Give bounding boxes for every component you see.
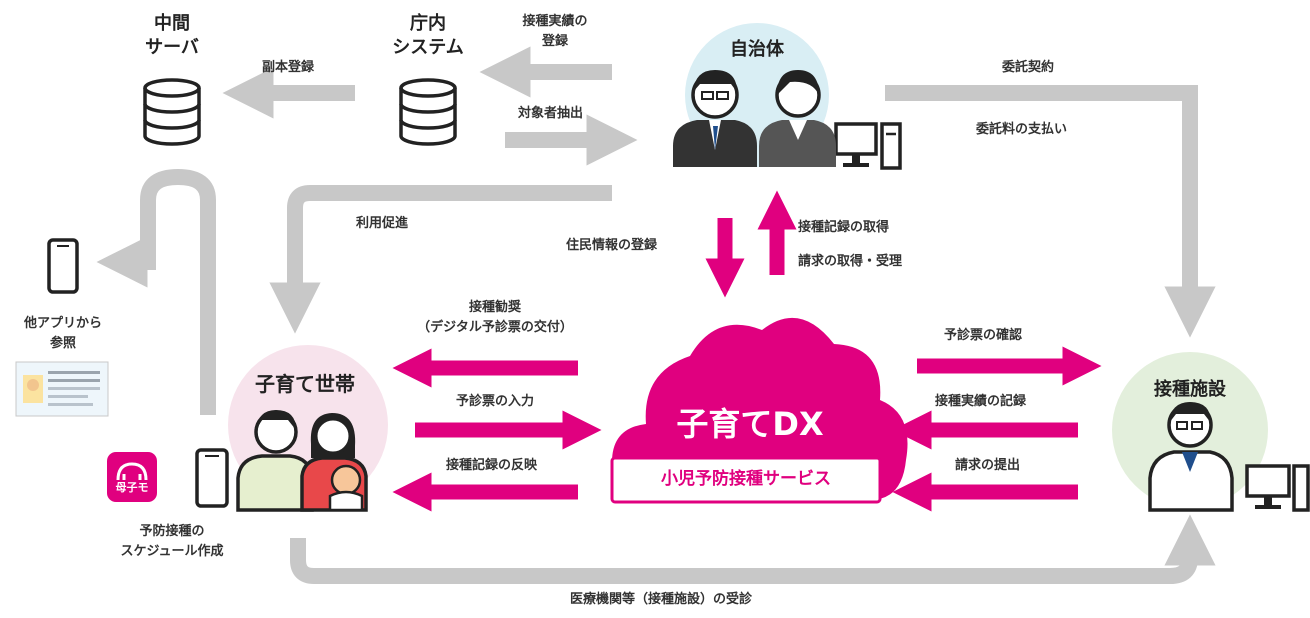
chonai-system-label: 庁内 システム bbox=[392, 13, 464, 58]
label-schedule-sakusei: 予防接種の スケジュール作成 bbox=[120, 524, 224, 559]
arrow-riyou-sokushin bbox=[269, 185, 612, 334]
label-seikyu-shutoku-juri: 請求の取得・受理 bbox=[798, 254, 903, 269]
pink-arrows bbox=[392, 190, 1102, 512]
pc-icon bbox=[1245, 464, 1310, 512]
label-sesshu-kanshou: 接種勧奨 （デジタル予診票の交付） bbox=[417, 300, 573, 335]
family-icon bbox=[236, 410, 368, 512]
arrow-jushin bbox=[290, 514, 1216, 584]
kosodate-setai-label: 子育て世帯 bbox=[255, 372, 355, 396]
municipal-staff-icon bbox=[759, 70, 836, 167]
label-jushin: 医療機関等（接種施設）の受診 bbox=[570, 592, 753, 607]
chukan-server-label: 中間 サーバ bbox=[145, 13, 199, 58]
id-card-icon bbox=[15, 361, 109, 417]
jichitai-label: 自治体 bbox=[730, 39, 784, 60]
kosodate-dx-cloud bbox=[610, 317, 908, 504]
label-sesshu-jisseki-kiroku: 接種実績の記録 bbox=[935, 394, 1027, 409]
boshimo-app-label: 母子モ bbox=[115, 481, 149, 494]
label-fukuhon-touroku: 副本登録 bbox=[262, 60, 315, 75]
database-icon bbox=[143, 78, 201, 146]
label-yoshinhyo-kakunin: 予診票の確認 bbox=[944, 328, 1023, 343]
arrow-server-to-phone bbox=[96, 168, 216, 415]
label-seikyu-teishutsu: 請求の提出 bbox=[955, 458, 1021, 473]
sesshu-shisetsu-label: 接種施設 bbox=[1154, 379, 1226, 400]
label-sesshu-jisseki-touroku: 接種実績の 登録 bbox=[522, 14, 588, 49]
kosodate-dx-title: 子育てDX bbox=[676, 405, 824, 443]
label-sesshu-kiroku-shutoku: 接種記録の取得 bbox=[798, 220, 890, 235]
boshimo-app-icon bbox=[107, 452, 157, 502]
label-jumin-jouhou-touroku: 住民情報の登録 bbox=[566, 238, 658, 253]
doctor-icon bbox=[1148, 402, 1234, 512]
label-itaku-keiyaku: 委託契約 bbox=[1002, 60, 1055, 75]
smartphone-icon bbox=[195, 448, 229, 508]
label-ta-app-sanshou: 他アプリから 参照 bbox=[23, 316, 102, 351]
label-yoshinhyo-nyuryoku: 予診票の入力 bbox=[456, 394, 535, 409]
gray-arrows bbox=[96, 46, 1216, 584]
arrow-itaku bbox=[885, 85, 1216, 338]
label-itakuryo-shiharai: 委託料の支払い bbox=[976, 122, 1068, 137]
label-sesshu-kiroku-hanei: 接種記録の反映 bbox=[446, 458, 538, 473]
service-name: 小児予防接種サービス bbox=[661, 469, 831, 489]
service-label-box bbox=[610, 456, 882, 504]
pc-icon bbox=[834, 122, 902, 170]
label-riyou-sokushin: 利用促進 bbox=[356, 216, 409, 231]
smartphone-icon bbox=[47, 238, 79, 294]
database-icon bbox=[399, 78, 457, 146]
municipal-staff-icon bbox=[673, 70, 757, 167]
label-taishosha-chushutsu: 対象者抽出 bbox=[518, 106, 584, 121]
